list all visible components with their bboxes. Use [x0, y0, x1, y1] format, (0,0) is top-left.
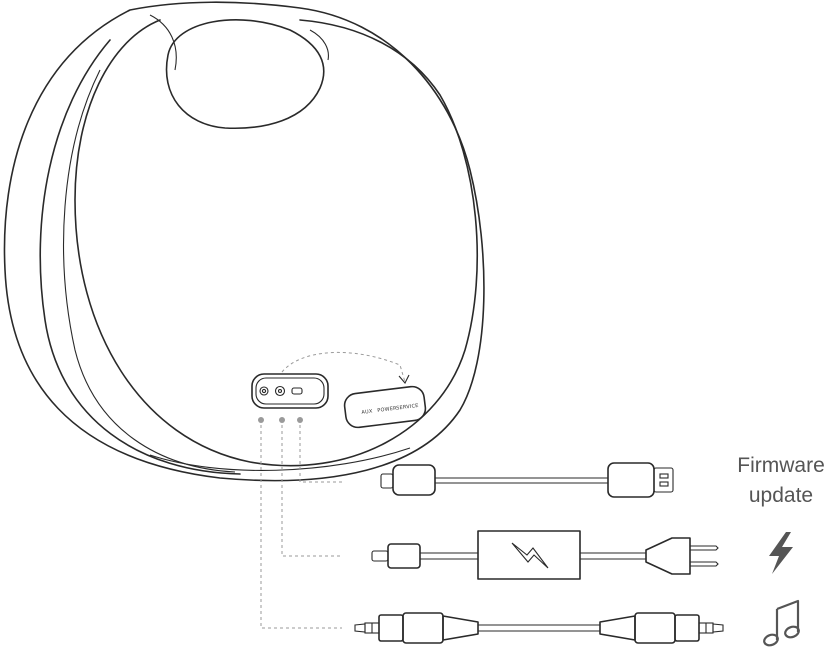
- usb-a-plug-slot: [659, 481, 669, 487]
- port-recess-inner: [255, 377, 325, 405]
- jack-strain-relief-left: [442, 615, 479, 641]
- audio-cable: [354, 612, 724, 644]
- euro-plug-pin: [690, 545, 719, 551]
- jack-housing-right: [674, 614, 700, 642]
- power-cable-wire-right: [580, 552, 646, 560]
- euro-plug-pin: [690, 561, 719, 567]
- speaker-illustration: [3, 1, 485, 482]
- port-label-service: SERVICE: [396, 403, 419, 412]
- euro-plug-body: [645, 537, 691, 575]
- firmware-label-line1: Firmware: [737, 454, 825, 477]
- rear-port-panel: AUX POWER SERVICE: [251, 351, 427, 429]
- usb-a-plug-slot: [659, 473, 669, 479]
- micro-usb-tip: [380, 473, 394, 489]
- zoom-arrow-head: [398, 374, 410, 384]
- usb-a-housing: [607, 462, 655, 498]
- speaker-handle-opening: [165, 19, 325, 130]
- usb-cable-wire: [435, 477, 608, 484]
- service-connector-line: [299, 425, 342, 483]
- usb-cable: [380, 462, 674, 498]
- power-cable-wire-left: [420, 552, 478, 560]
- service-port: [291, 387, 303, 395]
- lightning-bolt-icon: [511, 542, 549, 569]
- usb-a-plug: [653, 467, 674, 493]
- speaker-handle-edge: [149, 14, 329, 71]
- speaker-base-arc: [149, 447, 411, 471]
- firmware-label-line2: update: [748, 484, 814, 507]
- aux-port-dot: [258, 417, 264, 423]
- speaker-front-rim: [39, 39, 241, 475]
- aux-port-center: [261, 388, 267, 394]
- music-note-icon: [763, 599, 800, 647]
- lightning-bolt-icon: [769, 532, 793, 574]
- firmware-update-label: Firmware update: [725, 451, 831, 511]
- power-connector-line: [281, 425, 342, 557]
- jack-tip-right: [712, 623, 724, 633]
- aux-connector-line: [260, 425, 342, 629]
- jack-strain-relief-right: [599, 615, 636, 641]
- speaker-back-panel: [74, 19, 479, 467]
- power-port-pin: [277, 388, 283, 394]
- power-port-dot: [279, 417, 285, 423]
- speaker-inner-rim: [63, 69, 236, 473]
- jack-housing-left: [378, 614, 404, 642]
- port-connector-lines: [258, 417, 342, 629]
- dc-plug-tip: [371, 550, 389, 562]
- jack-tip-left: [354, 623, 366, 633]
- port-label-aux: AUX: [361, 409, 373, 416]
- speaker-outer-shell: [3, 1, 485, 482]
- audio-cable-wire: [478, 624, 600, 632]
- port-label-power: POWER: [377, 406, 397, 414]
- service-port-dot: [297, 417, 303, 423]
- power-cable: [371, 530, 719, 580]
- power-adapter-box: [477, 530, 581, 580]
- jack-grip-left: [402, 612, 444, 644]
- port-recess: [251, 373, 329, 409]
- port-label-plate: [343, 385, 427, 429]
- jack-grip-right: [634, 612, 676, 644]
- aux-port: [259, 386, 269, 396]
- power-port: [274, 385, 286, 397]
- micro-usb-housing: [392, 464, 436, 496]
- dc-plug-housing: [387, 543, 421, 569]
